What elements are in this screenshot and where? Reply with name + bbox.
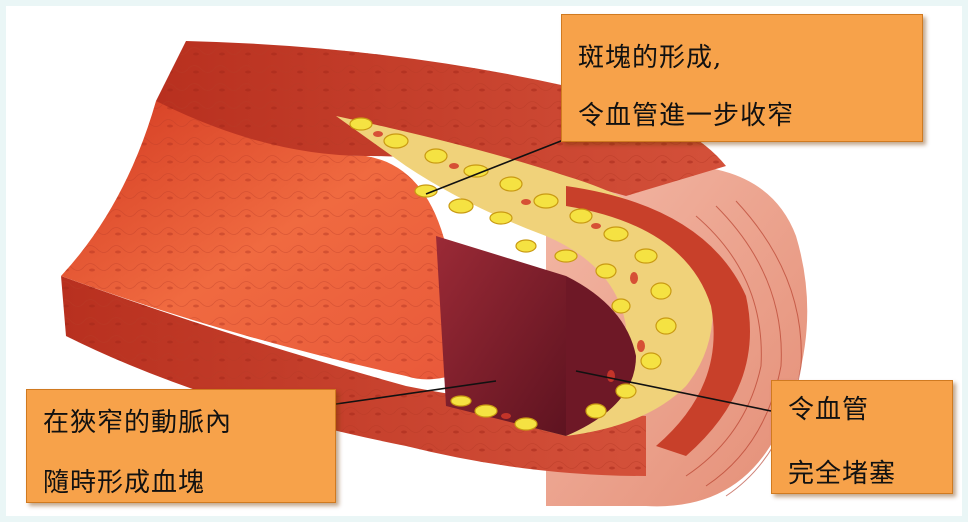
callout-blockage-line1: 令血管 — [788, 389, 869, 426]
callout-plaque-line2: 令血管進一步收窄 — [578, 95, 794, 132]
callout-plaque-formation: 斑塊的形成, 令血管進一步收窄 — [561, 14, 923, 142]
callout-plaque-line1: 斑塊的形成, — [578, 37, 722, 74]
callout-clot-formation: 在狹窄的動脈內 隨時形成血塊 — [26, 389, 336, 503]
callout-blockage-line2: 完全堵塞 — [788, 453, 896, 490]
diagram-frame: 斑塊的形成, 令血管進一步收窄 在狹窄的動脈內 隨時形成血塊 令血管 完全堵塞 — [6, 6, 962, 516]
callout-total-blockage: 令血管 完全堵塞 — [771, 380, 953, 494]
callout-clot-line2: 隨時形成血塊 — [43, 462, 205, 499]
callout-clot-line1: 在狹窄的動脈內 — [43, 402, 232, 439]
